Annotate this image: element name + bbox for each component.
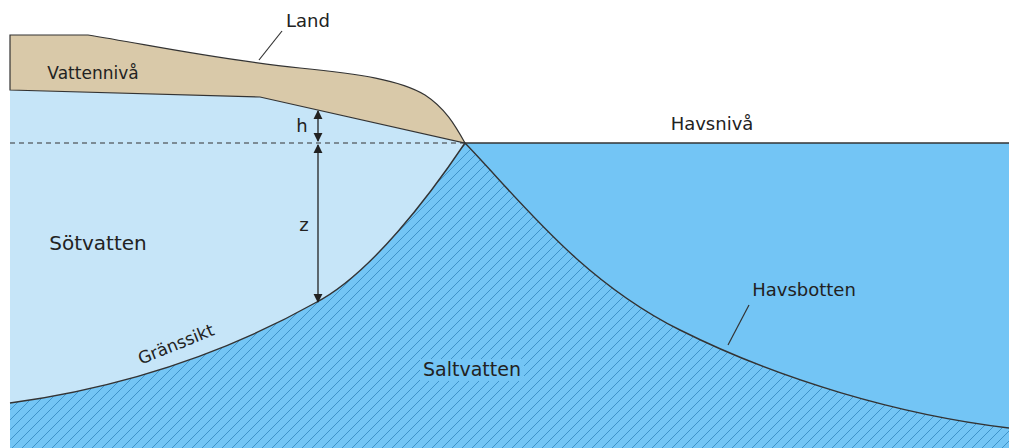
- saltwater-label: Saltvatten: [420, 359, 524, 381]
- sea-level-label: Havsnivå: [668, 114, 757, 135]
- seafloor-line: [465, 143, 1009, 428]
- sea-level-line: [465, 142, 1009, 143]
- sea-region: [465, 143, 1009, 428]
- sea-level-dashed: [10, 142, 465, 143]
- dimension-label: z: [296, 215, 311, 236]
- freshwater-region: [10, 90, 465, 403]
- interface-line: [10, 143, 465, 403]
- land-region: [10, 35, 465, 143]
- seafloor-label: Havsbotten: [749, 280, 859, 301]
- land-label: Land: [283, 11, 333, 32]
- leader-line: [259, 31, 282, 60]
- water-table-label: Vattennivå: [44, 64, 141, 84]
- h-dimension: [317, 111, 318, 141]
- z-dimension: [317, 145, 318, 302]
- freshwater-label: Sötvatten: [46, 232, 150, 255]
- dimension-label: h: [293, 116, 310, 137]
- leader-line: [728, 305, 749, 345]
